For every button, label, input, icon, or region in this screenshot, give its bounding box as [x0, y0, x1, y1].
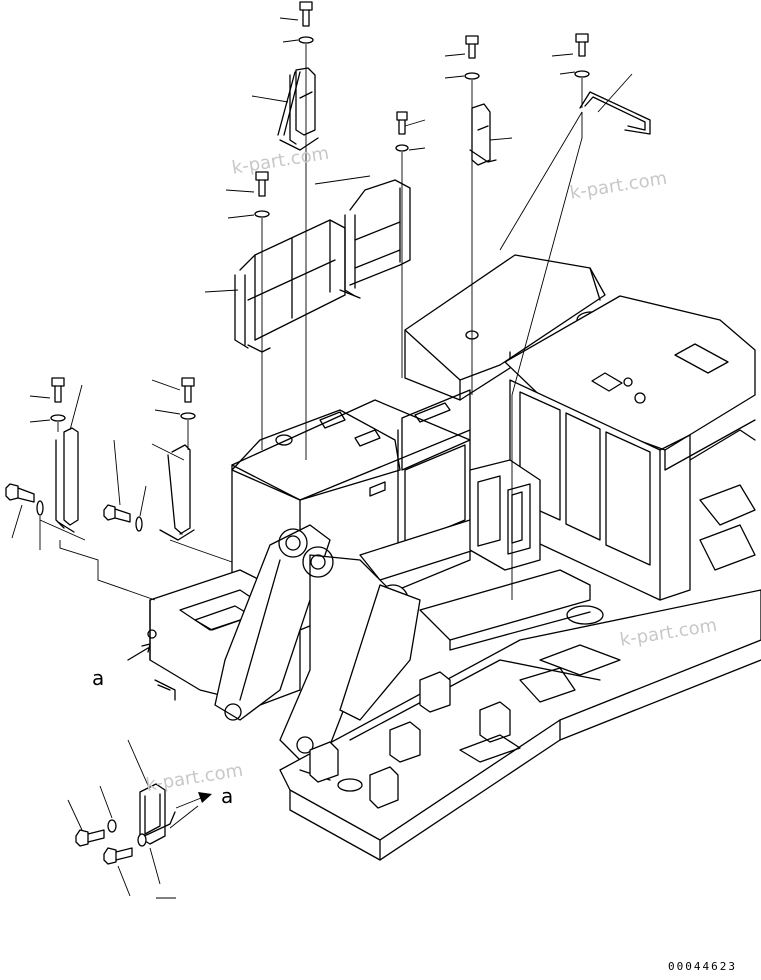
handrail-left-tall-2	[151, 443, 195, 541]
callout-a-left: a	[92, 666, 105, 690]
callout-a-bottom: a	[221, 784, 234, 808]
drawing-number: 00044623	[668, 960, 737, 973]
arrow-to-a	[175, 792, 212, 809]
machine-frame	[127, 254, 761, 861]
handrail-right-small	[469, 103, 513, 166]
handrail-s-shape	[579, 73, 651, 135]
assembly-centerlines	[39, 44, 583, 829]
handrail-left-tall-1	[55, 384, 83, 533]
bolts-washers	[5, 1, 590, 899]
handrail-left-long	[204, 219, 346, 353]
handrail-middle	[314, 175, 411, 299]
handrail-rear-tall	[251, 67, 319, 151]
